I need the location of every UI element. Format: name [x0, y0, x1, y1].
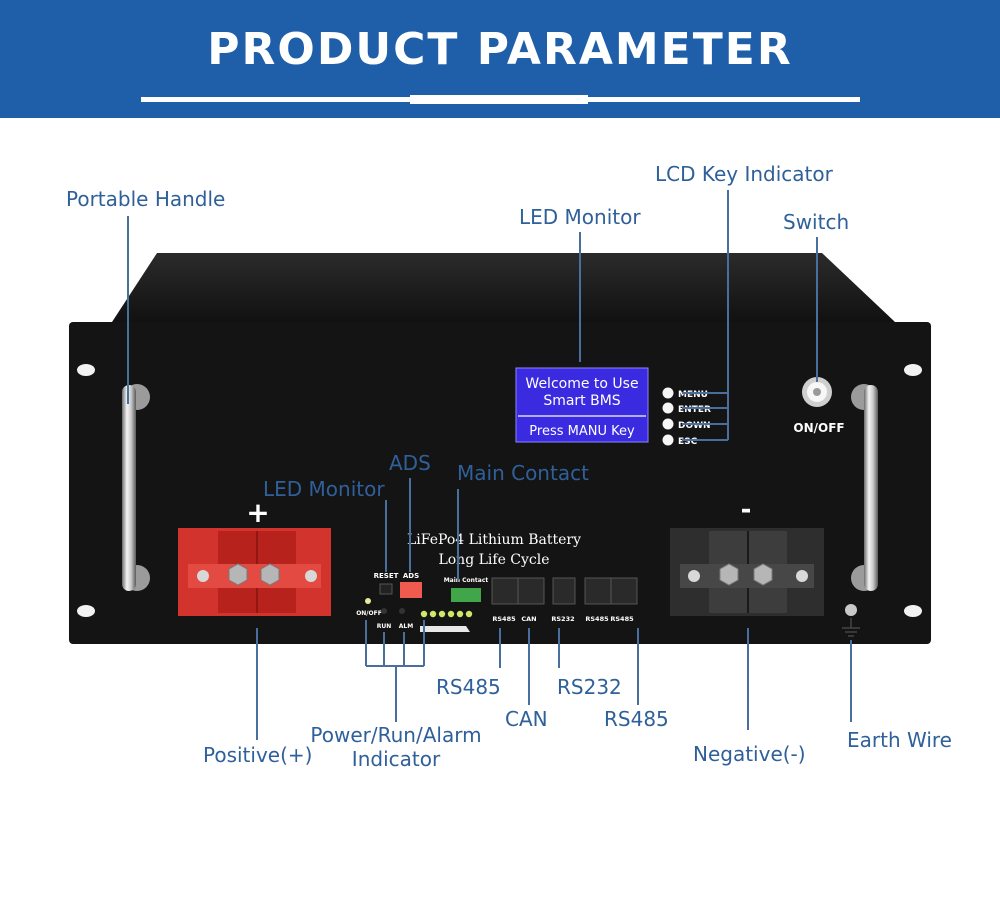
- switch-label: ON/OFF: [793, 421, 844, 435]
- callout-power-run-alarm-line-1: Power/Run/Alarm: [310, 723, 482, 747]
- callout-rs485-right: RS485: [604, 707, 669, 731]
- lcd-keys: MENU ENTER DOWN ESC: [662, 387, 711, 447]
- panel-title-line-2: Long Life Cycle: [438, 552, 549, 568]
- callout-switch: Switch: [783, 210, 850, 234]
- menu-key[interactable]: [662, 387, 674, 399]
- esc-key[interactable]: [662, 434, 674, 446]
- key-label-esc: ESC: [678, 437, 698, 447]
- port-label-can: CAN: [521, 615, 536, 623]
- lcd-line-2: Smart BMS: [543, 393, 620, 409]
- panel-title-line-1: LiFePo4 Lithium Battery: [407, 532, 581, 548]
- mount-hole: [904, 605, 922, 617]
- mount-hole: [77, 605, 95, 617]
- callout-power-run-alarm: Power/Run/Alarm Indicator: [296, 723, 496, 771]
- port-label-rs485-2: RS485: [585, 615, 609, 623]
- lcd-prompt: Press MANU Key: [529, 424, 635, 439]
- lcd-line-1: Welcome to Use: [525, 376, 638, 392]
- port-label-rs485-3: RS485: [610, 615, 634, 623]
- lcd-screen: Welcome to Use Smart BMS Press MANU Key: [515, 367, 649, 443]
- port-label-rs232: RS232: [551, 615, 574, 623]
- ads-label: ADS: [403, 572, 419, 580]
- reset-button[interactable]: [379, 583, 393, 595]
- callout-led-monitor-panel: LED Monitor: [263, 477, 385, 501]
- positive-terminal: +: [178, 496, 331, 616]
- key-label-enter: ENTER: [678, 405, 711, 415]
- callout-main-contact: Main Contact: [457, 461, 589, 485]
- callout-ads: ADS: [389, 451, 431, 475]
- main-contact-label: Main Contact: [444, 577, 489, 584]
- callout-rs485-left: RS485: [436, 675, 501, 699]
- right-handle: [851, 384, 878, 591]
- power-led: [365, 598, 371, 604]
- key-label-menu: MENU: [678, 390, 708, 400]
- run-indicator-label: RUN: [377, 623, 392, 630]
- port-label-rs485-1: RS485: [492, 615, 516, 623]
- mount-hole: [904, 364, 922, 376]
- rs232-port[interactable]: [552, 577, 576, 605]
- callout-portable-handle: Portable Handle: [66, 187, 226, 211]
- callout-earth-wire: Earth Wire: [847, 728, 952, 752]
- earth-symbol: [842, 618, 860, 637]
- main-contact-connector[interactable]: [451, 588, 481, 602]
- title-underline-accent: [410, 95, 588, 104]
- alarm-led: [399, 608, 405, 614]
- ads-dip-switch[interactable]: [400, 582, 422, 598]
- callout-led-monitor-lcd: LED Monitor: [519, 205, 641, 229]
- callout-rs232: RS232: [557, 675, 622, 699]
- earth-screw: [845, 604, 857, 616]
- callout-power-run-alarm-line-2: Indicator: [351, 747, 441, 771]
- down-key[interactable]: [662, 418, 674, 430]
- header-banner: PRODUCT PARAMETER: [0, 0, 1000, 118]
- left-handle: [122, 384, 150, 591]
- battery-case-top: [112, 253, 895, 322]
- callout-lcd-key-indicator: LCD Key Indicator: [655, 162, 833, 186]
- run-led: [381, 608, 387, 614]
- leader-lines: [127, 190, 852, 740]
- negative-terminal: -: [670, 495, 824, 616]
- positive-symbol: +: [246, 496, 269, 529]
- onoff-indicator-label: ON/OFF: [356, 610, 382, 617]
- negative-symbol: -: [741, 495, 752, 525]
- callout-positive: Positive(+): [203, 743, 313, 767]
- soc-leds: [420, 610, 473, 632]
- reset-label: RESET: [374, 572, 399, 580]
- callout-negative: Negative(-): [693, 742, 806, 766]
- power-switch[interactable]: [802, 377, 832, 407]
- callout-can: CAN: [505, 707, 548, 731]
- alm-indicator-label: ALM: [399, 623, 413, 630]
- page-title: PRODUCT PARAMETER: [207, 24, 793, 75]
- key-label-down: DOWN: [678, 421, 711, 431]
- mount-hole: [77, 364, 95, 376]
- enter-key[interactable]: [662, 402, 674, 414]
